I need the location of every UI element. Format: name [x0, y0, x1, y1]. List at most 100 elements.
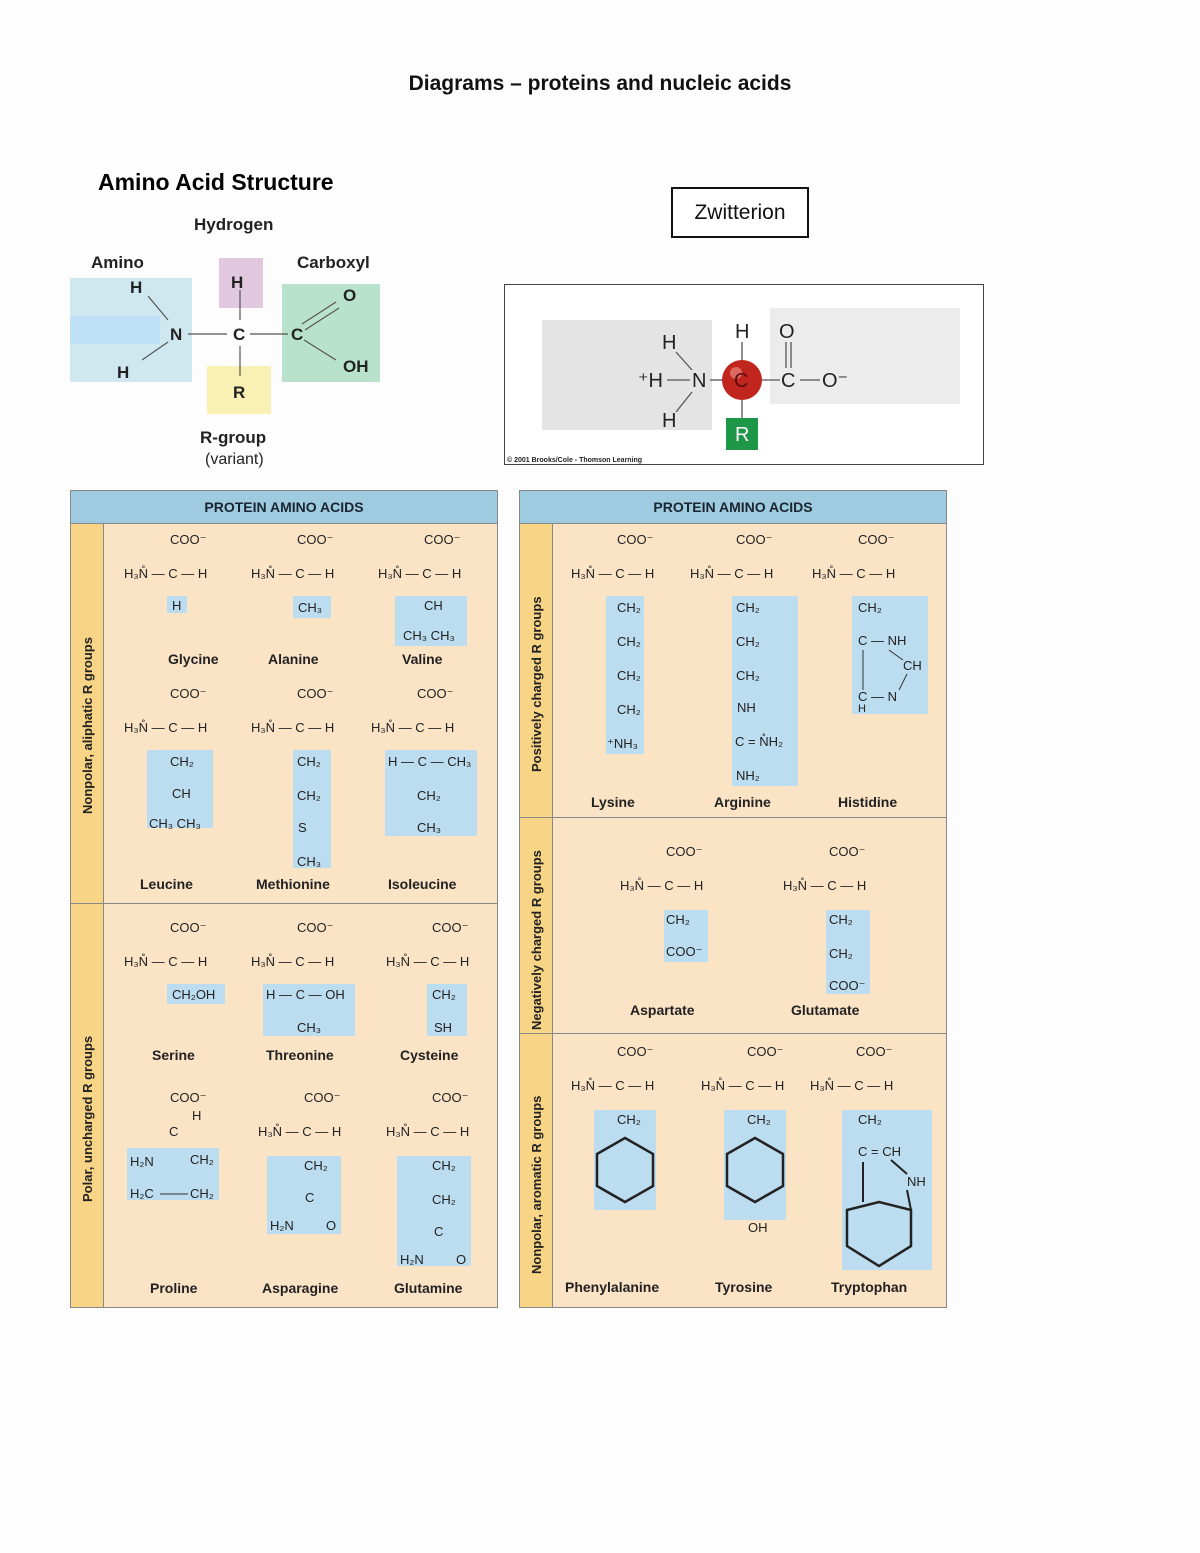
chem-label: CH₂	[432, 987, 456, 1002]
chem-label: COO⁻	[432, 1090, 468, 1105]
chem-label: H₃N̊ — C — H	[812, 565, 895, 581]
chem-label: H₃N̊ — C — H	[571, 565, 654, 581]
chem-label: H₃N̊ — C — H	[371, 719, 454, 735]
zw-atom-h-top: H	[735, 321, 749, 343]
chem-label: SH	[434, 1020, 452, 1035]
chem-label: NH₂	[736, 768, 760, 783]
page-title: Diagrams – proteins and nucleic acids	[408, 72, 792, 95]
chem-label: CH	[172, 786, 191, 801]
zw-atom-c: C	[734, 370, 748, 392]
rgroup-label: R-group	[200, 428, 266, 447]
chem-label: CH₂	[170, 754, 194, 769]
chem-label: H₃N̊ — C — H	[571, 1077, 654, 1093]
chem-label: COO⁻	[747, 1044, 783, 1059]
chem-label: H₃N̊ — C — H	[251, 953, 334, 969]
left-amino-table: PROTEIN AMINO ACIDS Nonpolar, aliphatic …	[70, 490, 498, 1308]
chem-label: COO⁻	[856, 1044, 892, 1059]
chem-label: CH₂	[617, 668, 641, 683]
chem-label: CH₃	[298, 600, 322, 615]
chem-label: CH₂	[190, 1152, 214, 1167]
atom-r: R	[233, 383, 245, 402]
chem-label: CH₂	[617, 600, 641, 615]
chem-label: COO⁻	[432, 920, 468, 935]
amino-structure-title: Amino Acid Structure	[98, 169, 334, 195]
chem-label: CH₂OH	[172, 987, 215, 1002]
chem-label: CH₂	[417, 788, 441, 803]
chem-label: C = CH	[858, 1144, 901, 1159]
chem-label: C = N̊H₂	[735, 733, 783, 749]
chem-label: C — N	[858, 689, 897, 704]
atom-c-carboxyl: C	[291, 325, 303, 344]
chem-label: ⁺NH₃	[607, 736, 638, 751]
acid-glycine: Glycine	[168, 651, 219, 667]
zw-copyright: © 2001 Brooks/Cole - Thomson Learning	[507, 456, 642, 464]
acid-proline: Proline	[150, 1280, 198, 1296]
r-group-square	[726, 418, 758, 450]
hydrogen-box	[219, 258, 263, 308]
chem-label: CH₂	[736, 634, 760, 649]
chem-label: H₃N̊ — C — H	[251, 565, 334, 581]
chem-label: COO⁻	[617, 532, 653, 547]
chem-label: CH₂	[617, 634, 641, 649]
right-amino-table: PROTEIN AMINO ACIDS Positively charged R…	[519, 490, 947, 1308]
chem-label: C	[434, 1224, 443, 1239]
chem-label: S	[298, 820, 307, 835]
zwitterion-diagram: H ⁺H H N C H O C O⁻ R © 2001 Brooks/Cole…	[504, 284, 984, 465]
left-table-header: PROTEIN AMINO ACIDS	[204, 499, 363, 515]
zwitterion-left-shade	[542, 320, 712, 430]
chem-label: H — C — CH₃	[388, 754, 471, 769]
chem-label: H₃N̊ — C — H	[258, 1123, 341, 1139]
variant-label: (variant)	[205, 451, 264, 468]
chem-label: H₂N	[130, 1154, 154, 1169]
chem-label: COO⁻	[829, 844, 865, 859]
zw-atom-c-carb: C	[781, 370, 795, 392]
chem-label: COO⁻	[297, 920, 333, 935]
chem-label: H₃N̊ — C — H	[251, 719, 334, 735]
chem-label: COO⁻	[170, 1090, 206, 1105]
chem-label: CH	[903, 658, 922, 673]
chem-label: CH₂	[432, 1192, 456, 1207]
zw-atom-n: N	[692, 370, 706, 392]
atom-h-amino-top: H	[130, 278, 142, 297]
chem-label: CH₂	[617, 702, 641, 717]
acid-isoleucine: Isoleucine	[388, 876, 457, 892]
right-table-header: PROTEIN AMINO ACIDS	[653, 499, 812, 515]
chem-label: O	[326, 1218, 336, 1233]
acid-lysine: Lysine	[591, 794, 635, 810]
chem-label: COO⁻	[424, 532, 460, 547]
carboxyl-box	[282, 284, 380, 382]
chem-label: CH₃ CH₃	[403, 628, 455, 643]
chem-label: CH₂	[432, 1158, 456, 1173]
chem-label: NH	[907, 1174, 926, 1189]
chem-label: CH₃	[297, 1020, 321, 1035]
chem-label: CH₂	[736, 600, 760, 615]
chem-label: H₃N̊ — C — H	[690, 565, 773, 581]
chem-label: H₃N̊ — C — H	[124, 953, 207, 969]
chem-label: COO⁻	[617, 1044, 653, 1059]
zw-atom-o-minus: O⁻	[822, 370, 848, 392]
chem-label: C — NH	[858, 633, 906, 648]
acid-phenylalanine: Phenylalanine	[565, 1279, 659, 1295]
acid-serine: Serine	[152, 1047, 195, 1063]
atom-o: O	[343, 286, 356, 305]
zw-atom-r: R	[735, 424, 749, 446]
chem-label: H	[858, 703, 866, 715]
acid-threonine: Threonine	[266, 1047, 334, 1063]
zw-atom-o-top: O	[779, 321, 795, 343]
chem-label: CH₂	[736, 668, 760, 683]
chem-label: H₂N	[270, 1218, 294, 1233]
chem-label: COO⁻	[666, 844, 702, 859]
chem-label: COO⁻	[666, 944, 702, 959]
chem-label: COO⁻	[297, 532, 333, 547]
chem-label: COO⁻	[170, 686, 206, 701]
acid-valine: Valine	[402, 651, 443, 667]
atom-oh: OH	[343, 357, 369, 376]
chem-label: COO⁻	[736, 532, 772, 547]
section-nonpolar-aromatic: Nonpolar, aromatic R groups	[529, 1096, 544, 1274]
acid-arginine: Arginine	[714, 794, 771, 810]
chem-label: COO⁻	[170, 532, 206, 547]
chem-label: CH₂	[858, 1112, 882, 1127]
chem-label: H₃N̊ — C — H	[620, 877, 703, 893]
chem-label: H₃N̊ — C — H	[810, 1077, 893, 1093]
chem-label: H₃N̊ — C — H	[701, 1077, 784, 1093]
